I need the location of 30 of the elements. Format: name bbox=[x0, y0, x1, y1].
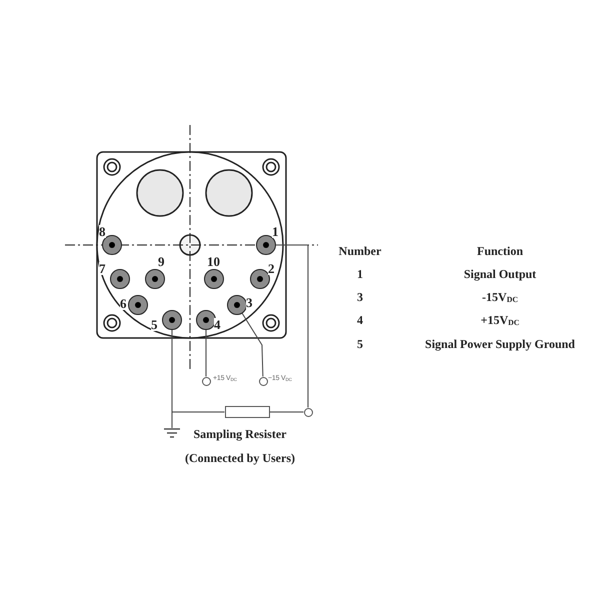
table-cell: 3 bbox=[357, 290, 363, 305]
column-header: Number bbox=[338, 244, 382, 259]
pin-number: 10 bbox=[207, 255, 220, 268]
resistor-label: Sampling Resister bbox=[194, 427, 286, 442]
table-cell: Signal Power Supply Ground bbox=[425, 337, 575, 352]
terminal bbox=[258, 376, 268, 386]
pin-number: 5 bbox=[151, 318, 158, 331]
table-cell: -15V$_{DC}$ bbox=[482, 290, 518, 305]
pin-number: 9 bbox=[158, 255, 164, 268]
resistor-label: (Connected by Users) bbox=[185, 451, 295, 466]
table-cell: 5 bbox=[357, 337, 363, 352]
pin-number: 7 bbox=[99, 262, 106, 275]
pin-number: 1 bbox=[272, 225, 278, 238]
terminal bbox=[304, 408, 312, 416]
table-cell: 1 bbox=[357, 267, 363, 282]
pin-number: 3 bbox=[246, 296, 252, 309]
column-header: Function bbox=[477, 244, 523, 259]
terminal bbox=[202, 376, 210, 386]
pin-number: 4 bbox=[214, 318, 220, 331]
ground-symbol bbox=[163, 428, 181, 440]
table-cell: 4 bbox=[357, 313, 363, 328]
wire bbox=[172, 412, 225, 428]
pin-number: 2 bbox=[268, 262, 274, 275]
wire bbox=[242, 312, 264, 377]
pin-number: 6 bbox=[120, 297, 126, 310]
wire bbox=[276, 244, 308, 408]
resistor-symbol bbox=[224, 406, 270, 418]
table-cell: Signal Output bbox=[464, 267, 536, 282]
pin-number: 8 bbox=[99, 225, 106, 238]
table-cell: +15V$_{DC}$ bbox=[480, 313, 520, 328]
